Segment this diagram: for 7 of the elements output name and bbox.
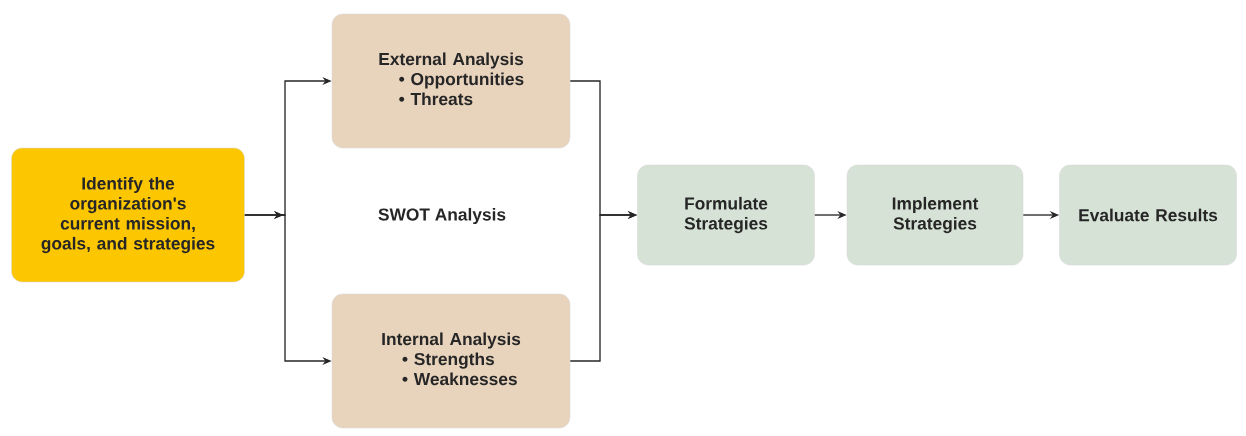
section-label: SWOT Analysis: [378, 207, 506, 225]
process-box: Evaluate Results: [1059, 164, 1237, 266]
process-box: Implement Strategies: [846, 164, 1024, 266]
analysis-box: Internal Analysis • Strengths • Weaknesses: [331, 293, 571, 429]
analysis-box: External Analysis • Opportunities • Threats: [331, 13, 571, 149]
start-box: Identify the organization's current mission, goals, and strategies: [11, 147, 245, 283]
process-box: Formulate Strategies: [637, 164, 815, 266]
